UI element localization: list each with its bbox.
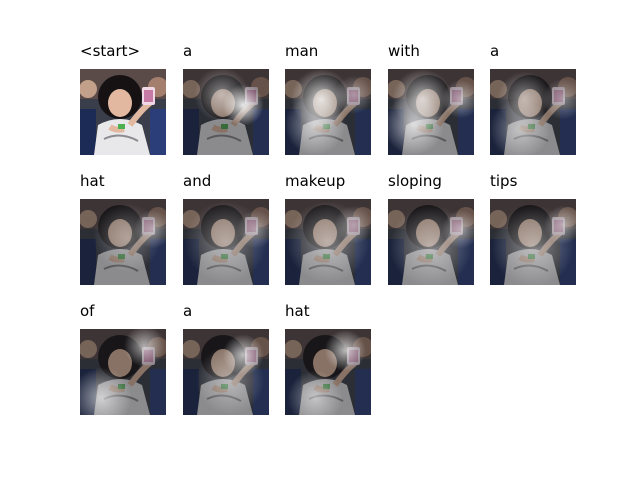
token-label: makeup	[285, 172, 346, 190]
attention-map-image	[183, 329, 269, 415]
attention-map-image	[490, 199, 576, 285]
attention-map-image	[80, 69, 166, 155]
attention-map-image	[490, 69, 576, 155]
token-label: a	[183, 42, 193, 60]
attention-map-image	[80, 199, 166, 285]
attention-map-image	[285, 329, 371, 415]
token-label: man	[285, 42, 319, 60]
attention-map-image	[80, 329, 166, 415]
token-label: of	[80, 302, 95, 320]
token-label: hat	[285, 302, 310, 320]
attention-map-image	[285, 69, 371, 155]
attention-map-image	[285, 199, 371, 285]
token-label: with	[388, 42, 420, 60]
token-label: and	[183, 172, 212, 190]
token-label: tips	[490, 172, 518, 190]
token-label: sloping	[388, 172, 442, 190]
token-label: a	[490, 42, 500, 60]
attention-map-image	[183, 69, 269, 155]
token-label: <start>	[80, 42, 141, 60]
token-label: a	[183, 302, 193, 320]
token-label: hat	[80, 172, 105, 190]
attention-map-image	[388, 199, 474, 285]
attention-map-image	[183, 199, 269, 285]
attention-map-image	[388, 69, 474, 155]
